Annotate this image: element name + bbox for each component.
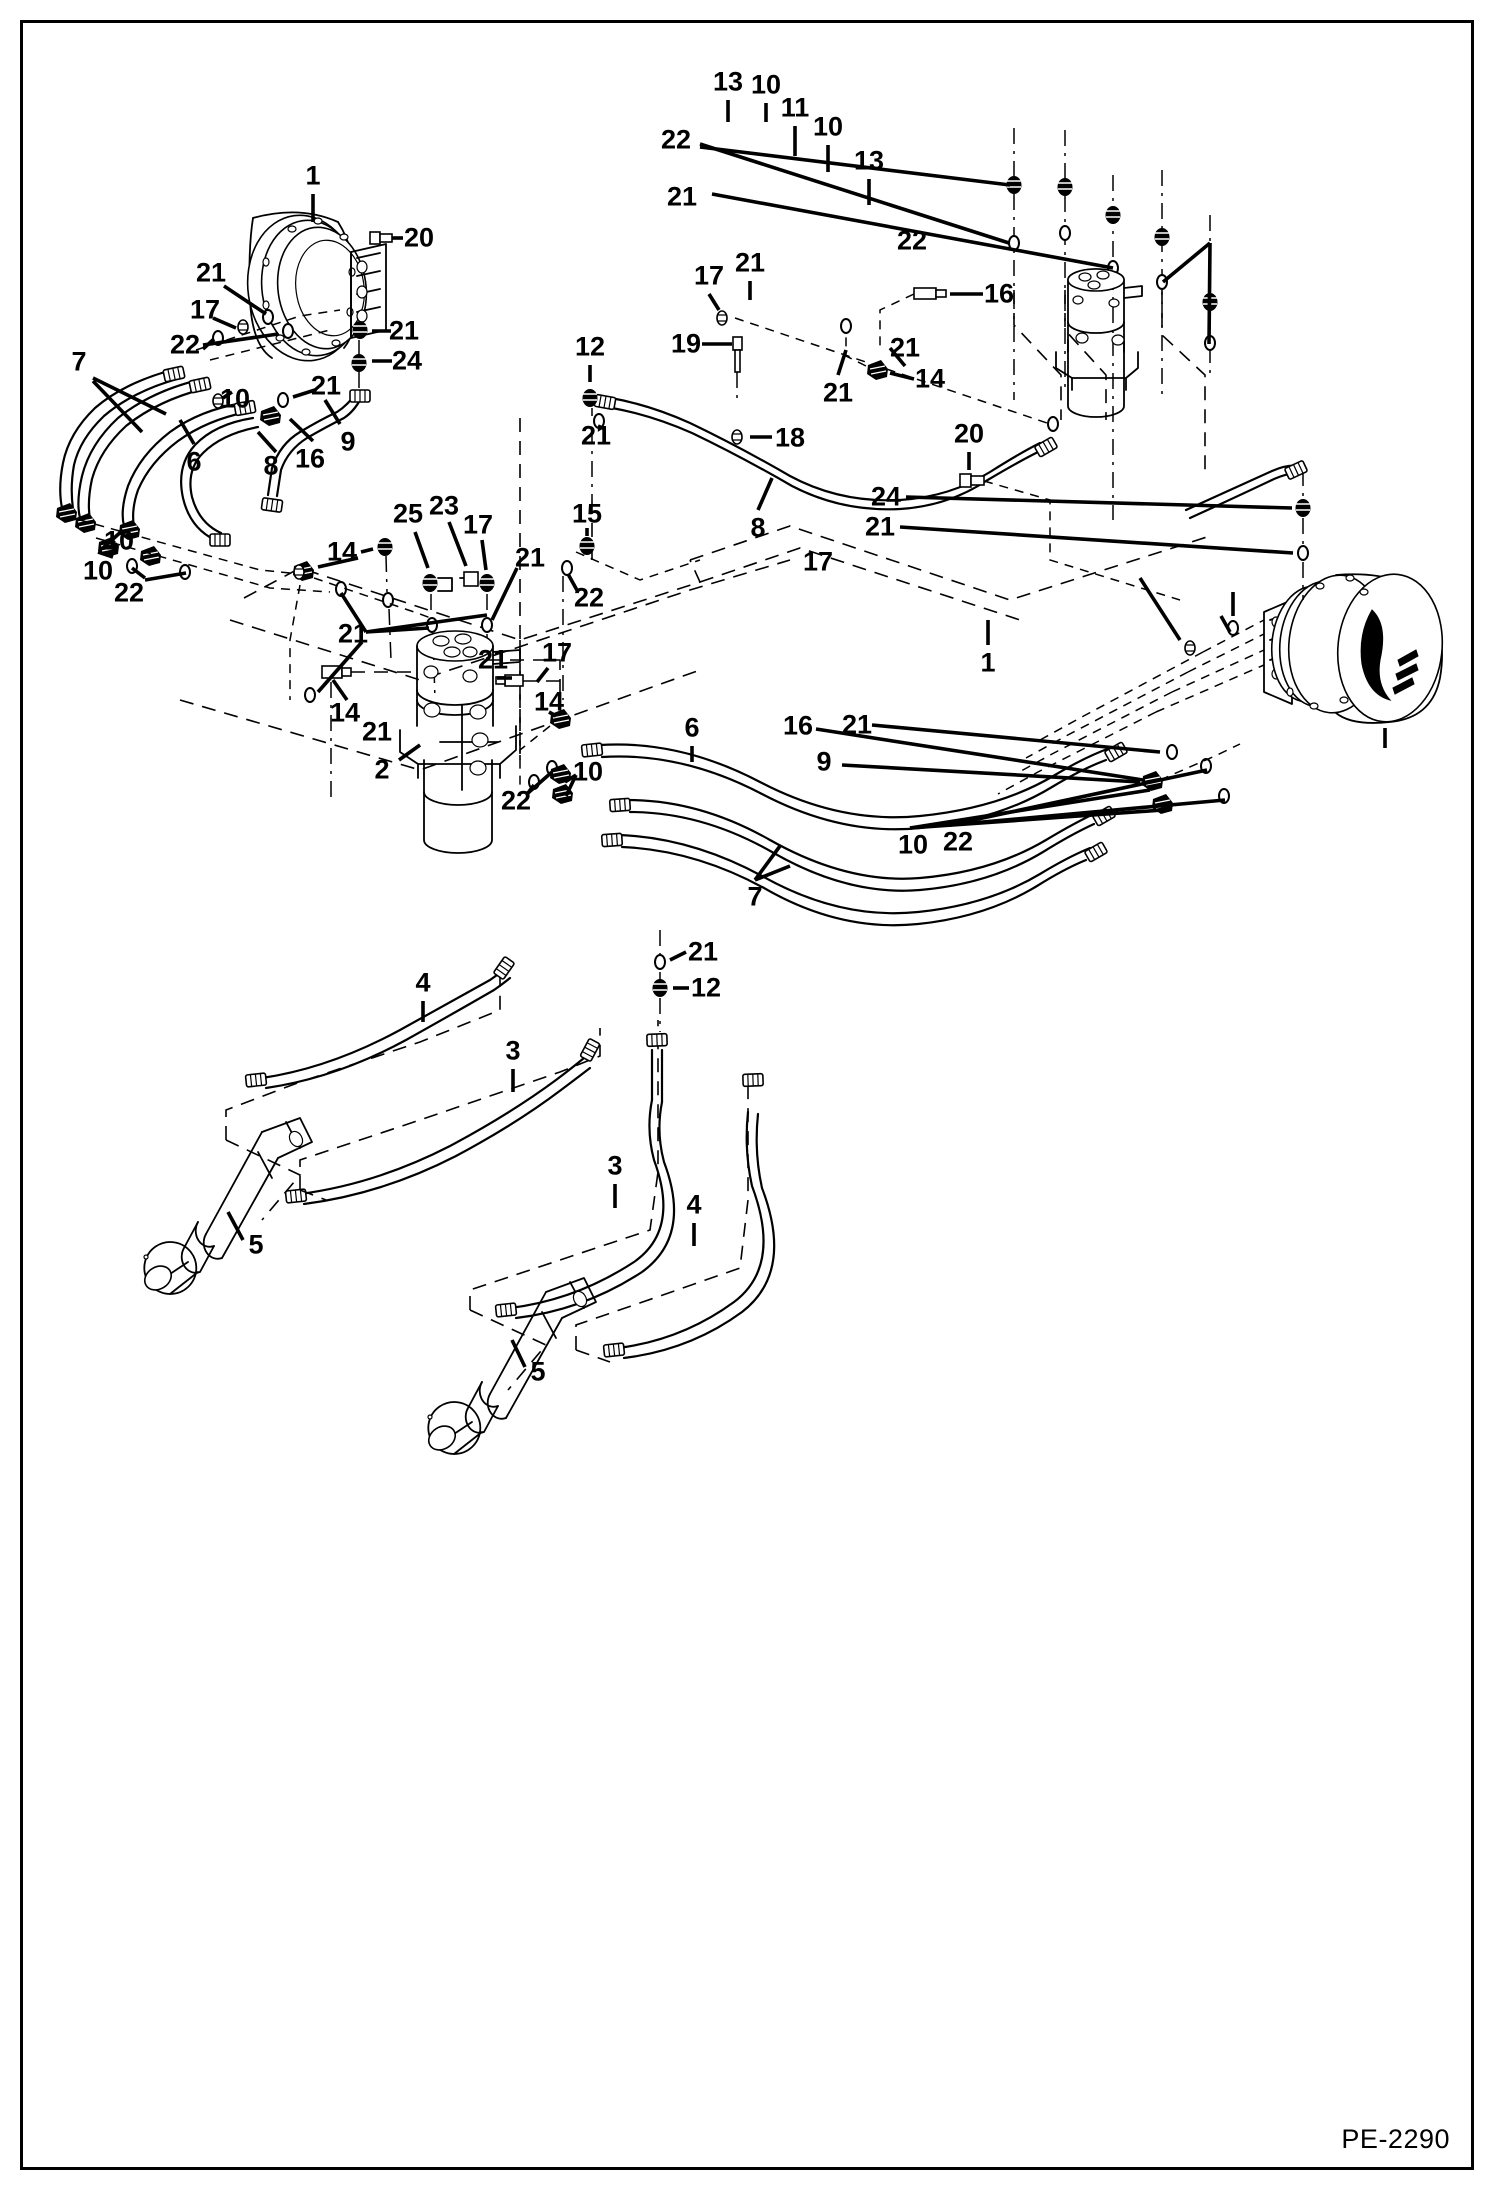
callout-number-3: 3 (607, 1150, 623, 1181)
callout-number-10: 10 (219, 383, 251, 414)
callout-number-12: 12 (690, 972, 722, 1003)
cylinder-left (143, 1117, 313, 1295)
callout-number-21: 21 (580, 420, 612, 451)
callout-number-21: 21 (310, 370, 342, 401)
callout-number-9: 9 (816, 746, 832, 777)
callout-number-22: 22 (500, 785, 532, 816)
lower-swivel-assembly (179, 521, 1211, 854)
callout-number-16: 16 (294, 443, 326, 474)
callout-number-13: 13 (712, 66, 744, 97)
callout-number-24: 24 (391, 345, 423, 376)
callout-number-22: 22 (169, 329, 201, 360)
callout-number-11: 11 (780, 92, 810, 123)
callout-number-21: 21 (666, 181, 698, 212)
callout-number-14: 14 (914, 363, 946, 394)
callout-number-10: 10 (750, 69, 782, 100)
right-final-drive-assembly (899, 452, 1444, 795)
callout-number-21: 21 (477, 644, 509, 675)
bolt-19 (732, 336, 743, 373)
callout-number-17: 17 (462, 509, 494, 540)
callout-number-8: 8 (263, 450, 279, 481)
left-final-drive-assembly (55, 194, 403, 593)
callout-number-19: 19 (670, 328, 702, 359)
hose-9-left (260, 389, 371, 514)
callout-number-21: 21 (687, 936, 719, 967)
callout-number-10: 10 (572, 756, 604, 787)
callout-number-6: 6 (186, 446, 202, 477)
callout-number-4: 4 (686, 1189, 702, 1220)
callout-number-17: 17 (693, 260, 725, 291)
callout-number-12: 12 (574, 331, 606, 362)
callout-number-20: 20 (953, 418, 985, 449)
motor-block-left (350, 243, 387, 339)
callout-number-21: 21 (734, 247, 766, 278)
hose-6-left (118, 399, 257, 541)
callout-number-17: 17 (189, 294, 221, 325)
lower-cylinder-hoses (143, 930, 776, 1455)
callout-number-5: 5 (530, 1356, 546, 1387)
callout-number-20: 20 (403, 222, 435, 253)
callout-number-1: 1 (980, 647, 996, 678)
callout-number-21: 21 (388, 315, 420, 346)
callout-number-22: 22 (942, 826, 974, 857)
callout-number-15: 15 (571, 498, 603, 529)
callout-number-21: 21 (337, 618, 369, 649)
callout-number-21: 21 (361, 716, 393, 747)
callout-number-22: 22 (896, 225, 928, 256)
upper-swivel-assembly (699, 100, 1219, 520)
callout-number-22: 22 (113, 577, 145, 608)
callout-number-5: 5 (248, 1229, 264, 1260)
hose-bundle-7-left (55, 365, 212, 534)
callout-number-14: 14 (326, 536, 358, 567)
callout-number-6: 6 (684, 712, 700, 743)
page-border (20, 20, 1474, 2170)
callout-number-10: 10 (897, 829, 929, 860)
callout-number-10: 10 (82, 555, 114, 586)
callout-number-14: 14 (533, 686, 565, 717)
callout-number-10: 10 (812, 111, 844, 142)
swivel-body-upper (1055, 268, 1143, 418)
callout-number-21: 21 (514, 542, 546, 573)
cylinder-right (427, 1277, 597, 1455)
callout-number-16: 16 (782, 710, 814, 741)
drawing-reference-code: PE-2290 (1341, 2124, 1450, 2154)
callout-number-14: 14 (329, 697, 361, 728)
hose-8-left (180, 416, 260, 547)
callout-number-1: 1 (305, 160, 321, 191)
callout-number-18: 18 (774, 422, 806, 453)
callout-number-4: 4 (415, 967, 431, 998)
callout-number-16: 16 (983, 278, 1015, 309)
callout-number-22: 22 (660, 124, 692, 155)
swivel-body-lower (399, 630, 521, 854)
callout-number-21: 21 (841, 709, 873, 740)
callout-number-22: 22 (573, 582, 605, 613)
callout-number-21: 21 (195, 257, 227, 288)
callout-number-17: 17 (802, 546, 834, 577)
callout-number-10: 10 (103, 525, 135, 556)
callout-number-2: 2 (374, 754, 390, 785)
callout-number-25: 25 (392, 498, 424, 529)
callout-number-23: 23 (428, 490, 460, 521)
callout-number-8: 8 (750, 512, 766, 543)
callout-number-3: 3 (505, 1035, 521, 1066)
callout-number-7: 7 (71, 346, 87, 377)
right-hose-bundle (549, 723, 1241, 927)
callout-number-9: 9 (340, 426, 356, 457)
callout-number-7: 7 (747, 881, 763, 912)
callout-number-24: 24 (870, 481, 902, 512)
callout-number-21: 21 (889, 332, 921, 363)
callout-number-21: 21 (822, 377, 854, 408)
callout-number-21: 21 (864, 511, 896, 542)
callout-number-13: 13 (853, 145, 885, 176)
callout-number-17: 17 (541, 637, 573, 668)
